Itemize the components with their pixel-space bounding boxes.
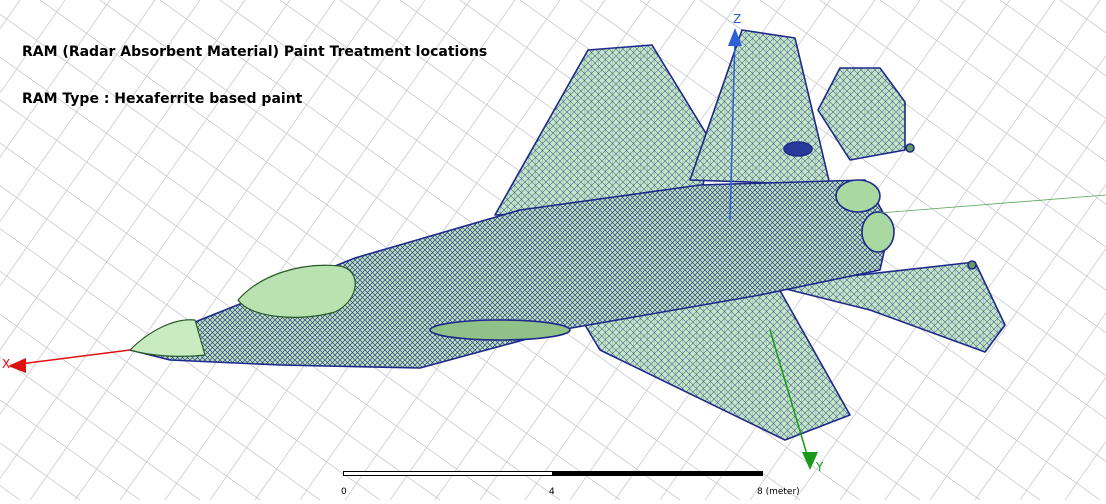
grid-line	[579, 0, 1106, 377]
grid-line	[29, 0, 381, 501]
grid-line	[974, 312, 1106, 501]
nose-cone[interactable]	[129, 319, 206, 357]
engine-nozzle-upper[interactable]	[835, 179, 881, 213]
scale-bar: 0 4 8 (meter)	[341, 471, 800, 497]
grid-line	[0, 228, 381, 501]
x-axis-arrow-icon	[8, 358, 26, 373]
grid-line	[119, 0, 471, 501]
grid-line	[1019, 376, 1106, 501]
grid-line	[0, 0, 66, 94]
grid-line	[0, 99, 561, 501]
grid-line	[929, 247, 1106, 501]
z-axis-line	[729, 37, 736, 221]
grid-line	[74, 0, 426, 501]
tail-marker[interactable]	[783, 141, 813, 157]
stabilizer-right[interactable]	[769, 261, 1006, 353]
grid-line	[0, 442, 81, 501]
cockpit-canopy[interactable]	[237, 264, 356, 318]
vertical-tail-right[interactable]	[689, 29, 831, 186]
grid-line	[0, 399, 141, 501]
scale-tick-mid: 4	[549, 487, 555, 497]
stab-tip	[967, 260, 977, 270]
y-axis-line	[769, 329, 809, 459]
aircraft-mesh-model[interactable]	[129, 29, 1006, 441]
grid-line	[0, 0, 246, 351]
grid-line	[0, 0, 156, 223]
grid-axis-right	[879, 194, 1106, 214]
grid-line	[884, 183, 1106, 501]
grid-line	[0, 313, 261, 501]
wingtip-tip	[905, 143, 915, 153]
coordinate-axes	[8, 28, 1106, 470]
scale-tick-0: 0	[341, 487, 347, 497]
grid-line	[0, 56, 621, 501]
grid-line	[1064, 440, 1106, 501]
scale-bar-right	[553, 471, 763, 476]
z-axis-arrow-icon	[728, 28, 742, 46]
y-axis-label: Y	[816, 460, 824, 474]
grid-line	[0, 0, 201, 287]
grid-line	[1059, 0, 1106, 34]
grid-line	[0, 0, 21, 30]
grid-line	[0, 0, 336, 480]
grid-line	[0, 185, 441, 501]
grid-line	[0, 142, 501, 501]
scale-tick-end: 8 (meter)	[757, 487, 800, 497]
grid-line	[0, 0, 111, 158]
grid-line	[0, 0, 291, 415]
engine-nozzle-lower[interactable]	[861, 211, 895, 253]
grid-line	[0, 485, 21, 501]
grid-line	[939, 0, 1106, 120]
z-axis-label: Z	[733, 12, 742, 26]
scale-bar-left	[343, 471, 553, 476]
grid-line	[0, 270, 321, 501]
stabilizer-top[interactable]	[817, 67, 906, 161]
annotation-ram-type: RAM Type : Hexaferrite based paint	[22, 91, 303, 107]
grid-line	[839, 119, 1106, 501]
x-axis-line	[11, 349, 131, 366]
grid-line	[819, 0, 1106, 205]
grid-line	[794, 55, 1106, 501]
x-axis-label: X	[2, 357, 11, 371]
grid-line	[0, 356, 201, 501]
weapon-bay[interactable]	[429, 319, 571, 341]
grid-line	[164, 0, 516, 501]
grid-line	[999, 0, 1106, 77]
annotation-title: RAM (Radar Absorbent Material) Paint Tre…	[22, 44, 488, 60]
y-axis-arrow-icon	[802, 452, 818, 470]
